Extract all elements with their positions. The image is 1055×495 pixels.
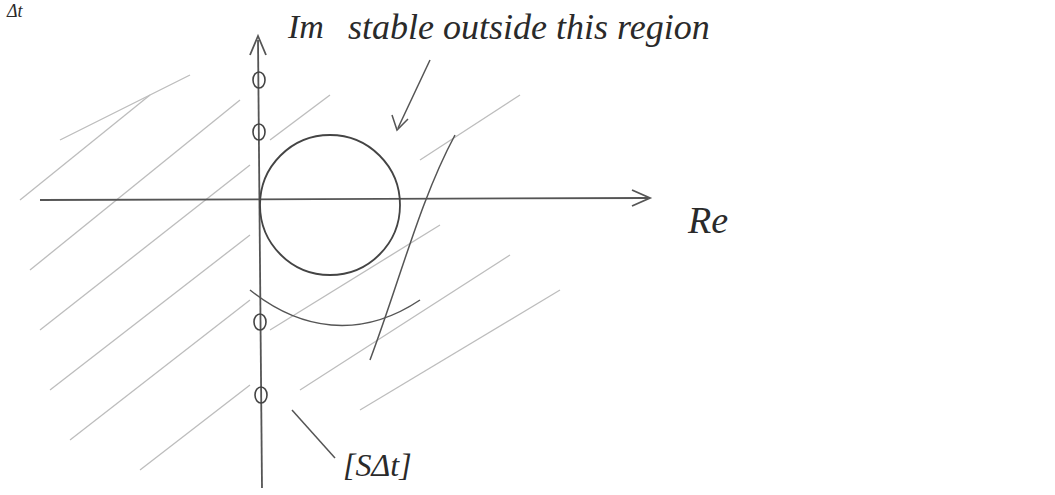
axis-label: Δt	[4, 2, 26, 22]
eigenvalue-marks	[253, 72, 267, 403]
axis-label: Re	[685, 200, 731, 242]
curves	[250, 60, 455, 458]
axis-label: stable outside this region	[345, 8, 713, 48]
axis-label: Im	[285, 8, 327, 45]
axis-label: [SΔt]	[340, 448, 415, 483]
hatching	[20, 75, 560, 470]
stability-circle	[260, 135, 400, 275]
axes	[40, 36, 650, 488]
